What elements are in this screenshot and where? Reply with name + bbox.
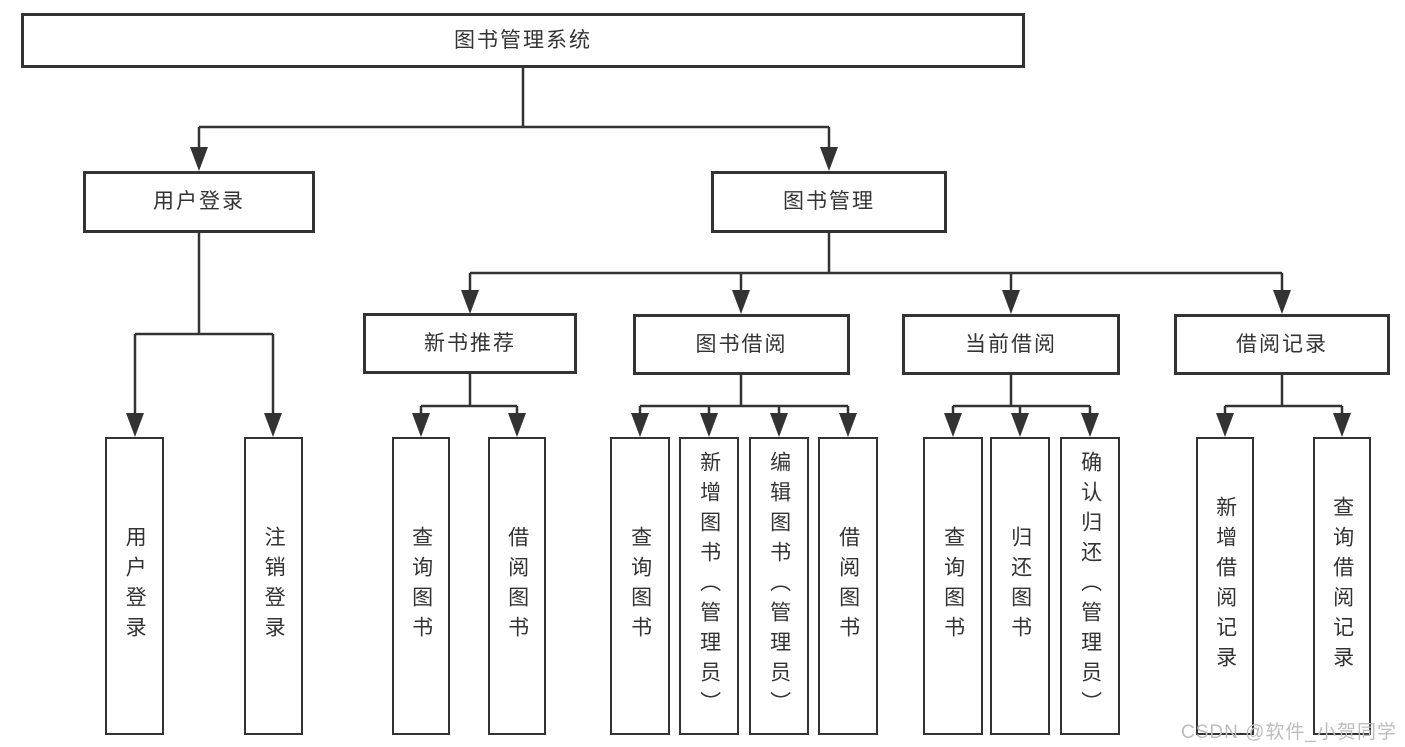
node-borrowing-records: 借阅记录 bbox=[1174, 314, 1390, 375]
connector-book-borrowing-to-leaves bbox=[631, 375, 857, 437]
leaf-recommend-query-books: 查询图书 bbox=[392, 437, 450, 735]
node-new-book-recommend: 新书推荐 bbox=[363, 313, 577, 374]
leaf-borrowing-edit-books-admin: 编辑图书（管理员） bbox=[749, 437, 809, 735]
node-library-management-system: 图书管理系统 bbox=[21, 13, 1025, 68]
connector-root-to-level2 bbox=[190, 68, 838, 171]
leaf-user-login: 用户登录 bbox=[105, 437, 164, 735]
node-user-login: 用户登录 bbox=[83, 171, 315, 233]
leaf-current-return-books: 归还图书 bbox=[990, 437, 1050, 735]
connector-current-borrowing-to-leaves bbox=[944, 375, 1099, 437]
leaf-current-confirm-return-admin: 确认归还（管理员） bbox=[1060, 437, 1120, 735]
leaf-borrowing-add-books-admin: 新增图书（管理员） bbox=[679, 437, 739, 735]
node-book-borrowing: 图书借阅 bbox=[633, 314, 850, 375]
csdn-watermark: CSDN @软件_小贺同学 bbox=[1181, 722, 1397, 743]
leaf-recommend-borrow-books: 借阅图书 bbox=[488, 437, 546, 735]
leaf-current-query-books: 查询图书 bbox=[923, 437, 983, 735]
node-book-management: 图书管理 bbox=[711, 171, 947, 233]
connector-book-management-to-level3 bbox=[461, 233, 1291, 314]
connector-user-login-to-leaves bbox=[126, 233, 282, 437]
connector-borrowing-records-to-leaves bbox=[1216, 375, 1351, 437]
leaf-records-query-record: 查询借阅记录 bbox=[1313, 437, 1371, 735]
leaf-logout: 注销登录 bbox=[244, 437, 303, 735]
leaf-records-add-record: 新增借阅记录 bbox=[1196, 437, 1254, 735]
node-current-borrowing: 当前借阅 bbox=[902, 314, 1120, 375]
connector-new-book-recommend-to-leaves bbox=[412, 374, 526, 437]
leaf-borrowing-borrow-books: 借阅图书 bbox=[818, 437, 878, 735]
leaf-borrowing-query-books: 查询图书 bbox=[610, 437, 670, 735]
